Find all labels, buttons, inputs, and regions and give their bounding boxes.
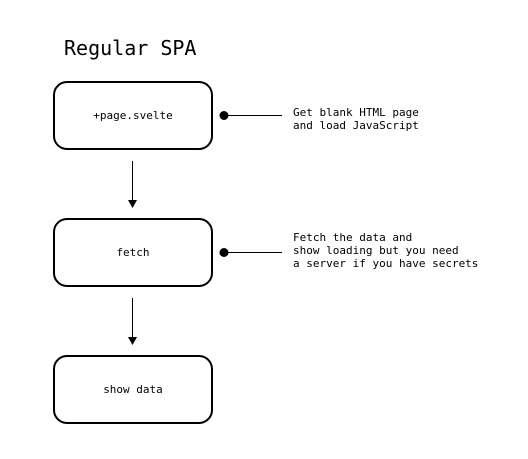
arrow-step2-to-step3-head bbox=[128, 337, 137, 345]
step-note-fetch: Fetch the data and show loading but you … bbox=[293, 231, 479, 270]
step-box-page-svelte: +page.svelte bbox=[53, 81, 213, 150]
arrow-step1-to-step2-head bbox=[128, 200, 137, 208]
step-label: +page.svelte bbox=[93, 109, 173, 122]
note-2-connector-dot bbox=[219, 248, 229, 257]
note-1-connector-dot bbox=[219, 111, 229, 120]
step-label: fetch bbox=[116, 246, 150, 259]
step-note-page-svelte: Get blank HTML page and load JavaScript bbox=[293, 106, 419, 132]
diagram-title: Regular SPA bbox=[64, 36, 197, 60]
step-box-fetch: fetch bbox=[53, 218, 213, 287]
step-label: show data bbox=[103, 383, 163, 396]
step-box-show-data: show data bbox=[53, 355, 213, 424]
